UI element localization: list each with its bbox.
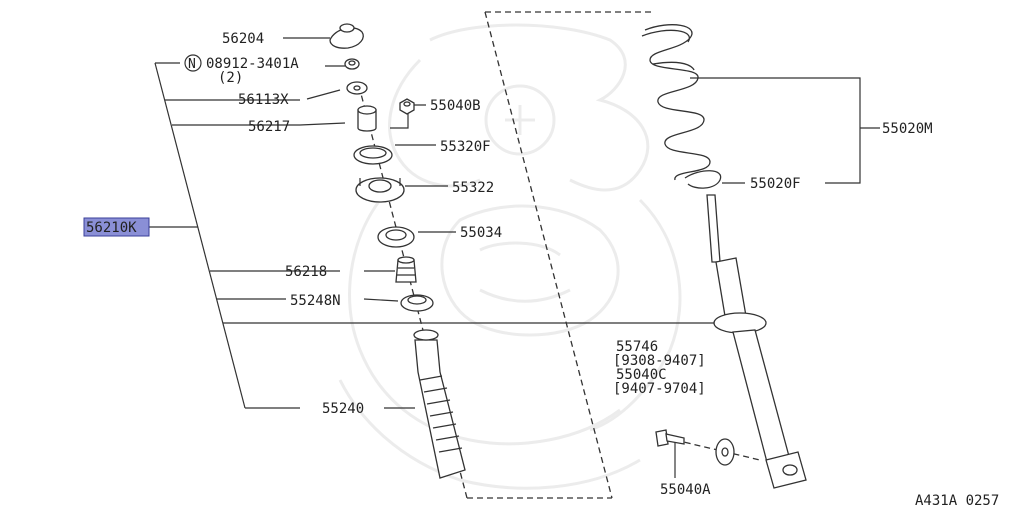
washer-hole: [353, 85, 361, 91]
label-56210k[interactable]: 56210K: [86, 220, 137, 236]
bump-stop: [395, 256, 417, 283]
label-08912-3401a[interactable]: 08912-3401A: [206, 56, 299, 72]
washer-55746: [715, 438, 735, 466]
label-55020f[interactable]: 55020F: [750, 176, 801, 192]
shock-absorber: [706, 194, 807, 489]
label-55040c[interactable]: 55040C: [616, 367, 667, 383]
strut-mount: [355, 177, 405, 203]
label-55034[interactable]: 55034: [460, 225, 502, 241]
upper-mount-cap: [329, 23, 364, 49]
label-55320f[interactable]: 55320F: [440, 139, 491, 155]
label-56204[interactable]: 56204: [222, 31, 264, 47]
label-range-2: [9407-9704]: [613, 381, 706, 397]
label-55240[interactable]: 55240: [322, 401, 364, 417]
label-55322[interactable]: 55322: [452, 180, 494, 196]
selected-part-highlight: [83, 217, 150, 237]
label-56218[interactable]: 56218: [285, 264, 327, 280]
leader-lines: [148, 37, 880, 478]
bolt: [655, 429, 685, 447]
label-range-1: [9308-9407]: [613, 353, 706, 369]
lock-nut: [344, 58, 360, 70]
rubber-pad: [400, 294, 434, 312]
n-circle-icon: [184, 54, 202, 72]
spring-seat-ring: [353, 145, 393, 165]
diagram-reference-code: A431A 0257: [915, 493, 999, 509]
coil-spring: [641, 24, 711, 181]
label-56113x[interactable]: 56113X: [238, 92, 289, 108]
label-qty: (2): [218, 70, 243, 86]
label-56217[interactable]: 56217: [248, 119, 290, 135]
bushing: [357, 105, 377, 132]
spring-insulator: [684, 170, 722, 189]
dust-boot: [413, 329, 466, 479]
label-55746[interactable]: 55746: [616, 339, 658, 355]
bearing-ring: [377, 226, 415, 248]
label-55040b[interactable]: 55040B: [430, 98, 481, 114]
label-55040a[interactable]: 55040A: [660, 482, 711, 498]
nut-55040b: [399, 98, 415, 115]
watermark-emblem: [338, 23, 682, 490]
n-circle-letter: N: [188, 57, 196, 72]
exploded-view-frame: [359, 11, 655, 499]
label-55248n[interactable]: 55248N: [290, 293, 341, 309]
label-55020m[interactable]: 55020M: [882, 121, 933, 137]
